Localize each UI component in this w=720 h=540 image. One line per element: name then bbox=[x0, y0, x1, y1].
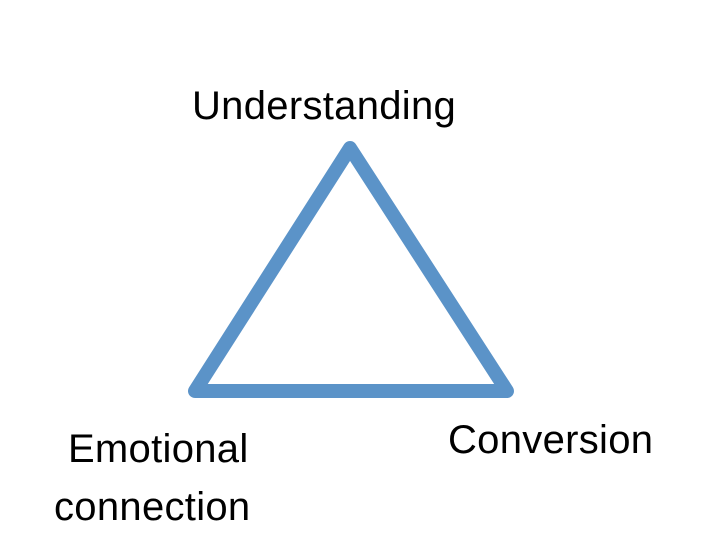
label-line-2: connection bbox=[54, 485, 251, 529]
label-understanding: Understanding bbox=[192, 84, 457, 128]
label-emotional-connection: Emotional connection bbox=[54, 420, 250, 536]
label-conversion: Conversion bbox=[448, 418, 654, 462]
triangle-shape bbox=[188, 141, 514, 398]
label-line-1: Emotional bbox=[67, 427, 249, 471]
